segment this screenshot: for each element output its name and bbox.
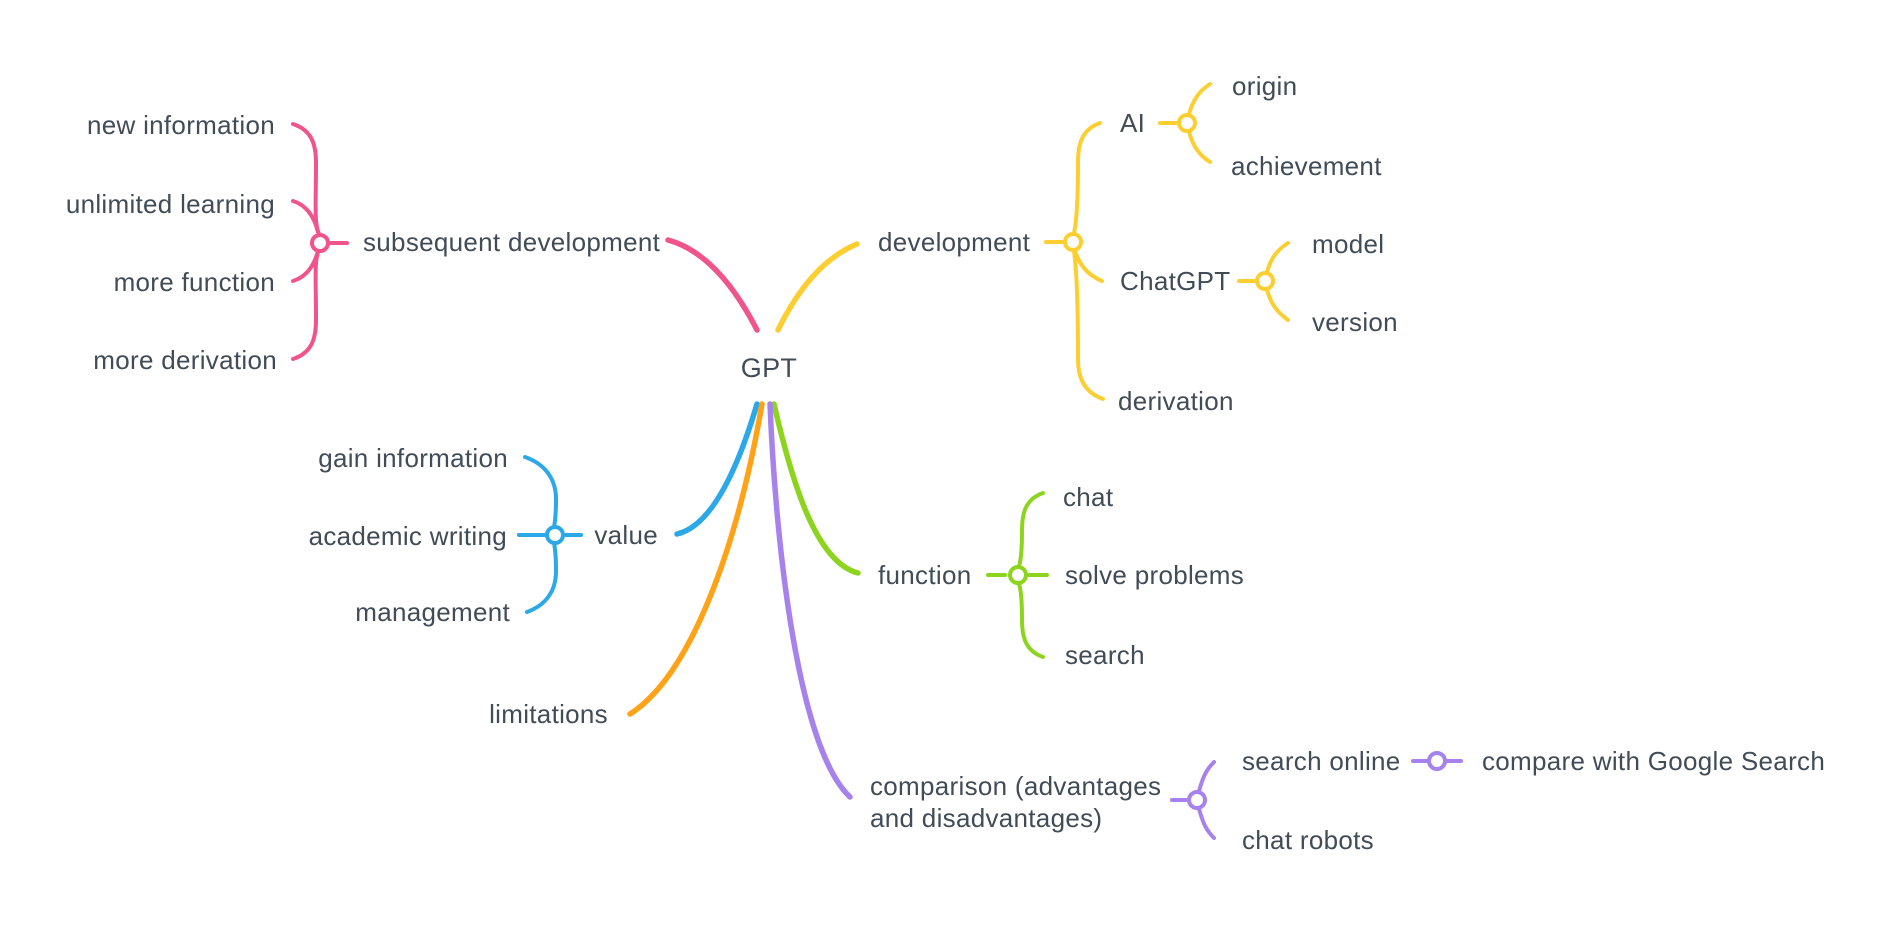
node-more-derivation[interactable]: more derivation [93,345,277,375]
link-gpt-development [775,241,860,333]
node-gain-information[interactable]: gain information [318,443,508,473]
node-comparison-line1[interactable]: comparison (advantages [870,771,1161,801]
link-value-gain-information [523,455,559,529]
link-gpt-value [674,401,760,537]
link-development-chatgpt [1073,249,1104,283]
node-management[interactable]: management [355,597,510,627]
node-unlimited-learning[interactable]: unlimited learning [66,189,275,219]
link-gpt-limitations [627,401,765,717]
node-new-information[interactable]: new information [87,110,275,140]
junction-development[interactable] [1063,232,1083,252]
link-gpt-subsequent-development [665,237,760,333]
junction-function[interactable] [1008,565,1028,585]
node-academic-writing[interactable]: academic writing [309,521,507,551]
link-development-derivation [1072,249,1105,401]
link-chatgpt-version [1265,288,1290,322]
junction-comparison[interactable] [1187,790,1207,810]
node-function[interactable]: function [878,560,971,590]
branch-value: value gain information academic writing … [309,401,760,627]
branch-limitations: limitations [489,401,765,729]
node-chat-robots[interactable]: chat robots [1242,825,1374,855]
node-search[interactable]: search [1065,640,1145,670]
node-achievement[interactable]: achievement [1231,151,1382,181]
link-ai-origin [1187,82,1212,116]
node-comparison-line2[interactable]: and disadvantages) [870,803,1102,833]
node-search-online[interactable]: search online [1242,746,1401,776]
node-origin[interactable]: origin [1232,71,1297,101]
node-compare-with-google-search[interactable]: compare with Google Search [1482,746,1825,776]
node-value[interactable]: value [594,520,658,550]
node-solve-problems[interactable]: solve problems [1065,560,1244,590]
node-chatgpt[interactable]: ChatGPT [1120,266,1230,296]
link-development-ai [1072,121,1102,235]
node-chat[interactable]: chat [1063,482,1114,512]
branch-comparison: comparison (advantages and disadvantages… [767,401,1825,855]
branch-subsequent-development: subsequent development new information u… [66,110,760,375]
link-comparison-chat-robots [1197,807,1216,840]
junction-search-online[interactable] [1427,751,1447,771]
link-subsequent-development-unlimited-learning [291,199,320,234]
link-gpt-function [771,401,861,576]
node-more-function[interactable]: more function [114,267,275,297]
link-subsequent-development-more-derivation [291,248,321,361]
link-ai-achievement [1187,130,1212,164]
link-comparison-search-online [1197,760,1216,793]
junction-chatgpt[interactable] [1255,271,1275,291]
node-subsequent-development[interactable]: subsequent development [363,227,661,257]
junction-ai[interactable] [1177,113,1197,133]
node-gpt[interactable]: GPT [741,353,797,383]
branch-function: function chat solve problems search [771,401,1244,670]
junction-subsequent-development[interactable] [310,233,330,253]
link-gpt-comparison [767,401,853,800]
junction-value[interactable] [545,525,565,545]
node-ai[interactable]: AI [1120,108,1145,138]
link-chatgpt-model [1265,241,1290,274]
link-function-search [1017,582,1045,659]
link-function-chat [1017,491,1045,568]
branch-development: development AI origin achievement ChatGP… [775,71,1398,416]
node-derivation[interactable]: derivation [1118,386,1234,416]
root-node: GPT [741,353,797,383]
node-version[interactable]: version [1312,307,1398,337]
node-model[interactable]: model [1312,229,1384,259]
node-development[interactable]: development [878,227,1031,257]
node-limitations[interactable]: limitations [489,699,608,729]
link-value-management [525,541,559,614]
link-subsequent-development-new-information [291,122,321,236]
